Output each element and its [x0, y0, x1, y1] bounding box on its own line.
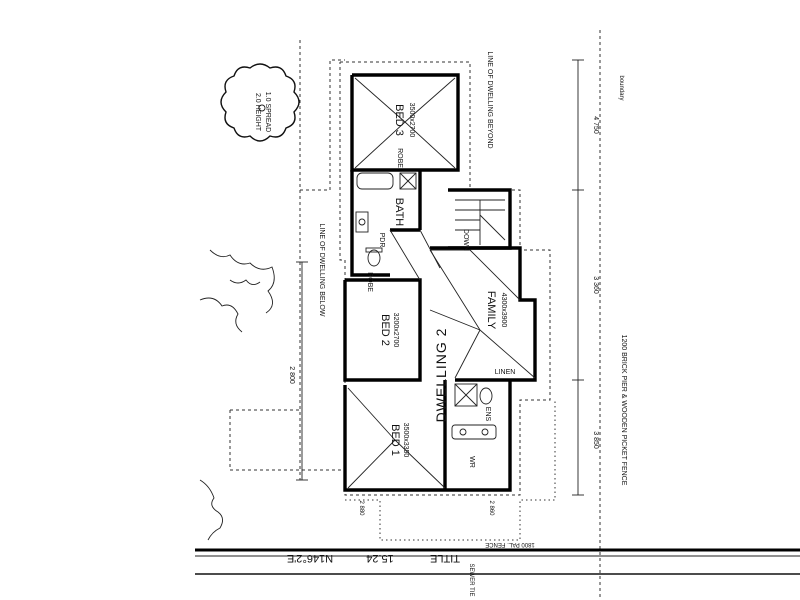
dimension-lines [296, 59, 584, 496]
dim-mid-bottom: 2 860 [488, 500, 494, 516]
bathtub-icon [356, 172, 417, 190]
dim-right-3: 3 850 [592, 431, 599, 449]
note-line-dwelling-below: LINE OF DWELLING BELOW [318, 224, 325, 317]
room-linen-name: LINEN [495, 369, 516, 376]
stair-icon [455, 199, 506, 245]
site-lines [195, 30, 800, 600]
note-frontage: 15.24 [366, 552, 394, 564]
room-bed1-name: BED 1 [389, 424, 401, 456]
ensuite-fixtures-icon [451, 383, 497, 440]
note-bearing: N146°2'E [287, 552, 333, 564]
dim-right-1: 4 750 [592, 116, 599, 134]
note-boundary: boundary [618, 75, 624, 100]
toilet-icon [365, 247, 383, 267]
room-bed2-name: BED 2 [379, 314, 391, 346]
dim-right-2: 3 360 [592, 276, 599, 294]
note-side-fence: 1200 BRICK PIER & WOODEN PICKET FENCE [620, 335, 627, 486]
room-robe-mid-name: ROBE [366, 272, 373, 292]
room-ens-name: ENS [484, 407, 491, 422]
vanity-icon [355, 211, 369, 233]
dim-left-bottom: 2 880 [358, 500, 364, 516]
room-pdr-name: PDR [378, 233, 385, 248]
tree-spread-label: 1.0 SPREAD [264, 92, 271, 132]
hip-lines [347, 77, 536, 489]
tree-icon [220, 63, 300, 142]
walls [343, 73, 537, 492]
note-title: TITLE [430, 552, 460, 564]
room-bed3-size: 3500x2700 [408, 103, 415, 138]
room-down-label: DOWN [462, 229, 469, 251]
room-bed2-size: 3200x2700 [392, 313, 399, 348]
note-sewer-tie: SEWER TIE [468, 564, 474, 597]
room-wr-name: WR [468, 456, 475, 468]
note-line-dwelling-beyond: LINE OF DWELLING BEYOND [486, 51, 493, 148]
vegetation-scribble [199, 249, 275, 541]
room-bath-name: BATH [393, 198, 405, 227]
tree-height-label: 2.0 HEIGHT [254, 93, 261, 132]
room-robe-top-name: ROBE [396, 148, 403, 168]
note-front-fence: 1800 PAL. FENCE [485, 541, 535, 547]
dim-left-1: 2 800 [288, 366, 295, 384]
dwelling-label: DWELLING 2 [433, 328, 449, 423]
room-family-size: 4300x3900 [500, 293, 507, 328]
room-bed3-name: BED 3 [393, 104, 405, 136]
room-family-name: FAMILY [485, 291, 497, 330]
room-bed1-size: 3500x3350 [402, 423, 409, 458]
